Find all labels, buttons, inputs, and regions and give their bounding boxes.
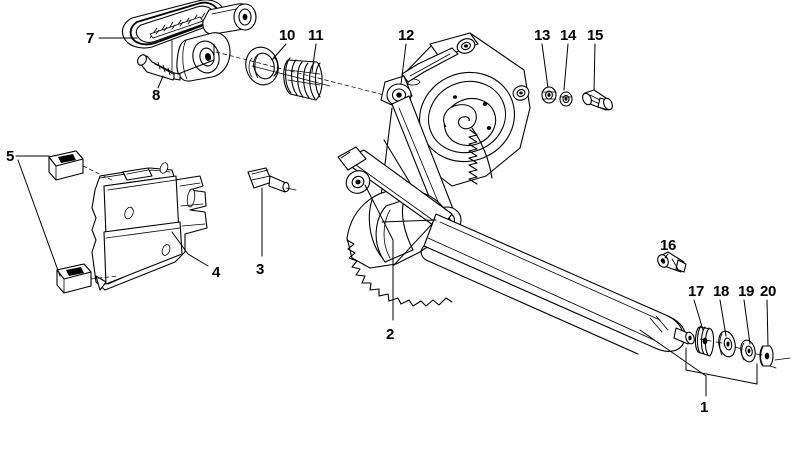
leader-15	[593, 43, 596, 93]
callout-label-19: 19	[738, 283, 755, 300]
part-crank-handle	[121, 0, 257, 82]
assembly-axis-line	[215, 51, 389, 97]
callout-label-20: 20	[760, 283, 777, 300]
leader-5b	[17, 159, 61, 277]
leader-12	[400, 43, 407, 85]
leader-18	[719, 299, 727, 337]
part-lock-washer-13	[541, 86, 557, 104]
leader-11	[311, 43, 317, 73]
group-brace-1	[685, 347, 758, 385]
part-retaining-circlip	[759, 345, 777, 369]
callout-label-10: 10	[279, 27, 296, 44]
leader-4	[171, 231, 209, 267]
part-lift-tube-arm	[381, 213, 695, 355]
callout-label-12: 12	[398, 27, 415, 44]
washer-axis-line	[699, 338, 712, 342]
part-pivot-bolt	[247, 167, 297, 193]
callout-label-1: 1	[700, 399, 709, 416]
leader-14	[563, 43, 569, 91]
callout-label-14: 14	[560, 27, 577, 44]
callout-label-2: 2	[386, 326, 395, 343]
callout-label-5: 5	[6, 148, 15, 165]
part-small-flat-washer	[740, 339, 756, 363]
clip-axis-bottom	[90, 275, 119, 280]
callout-label-13: 13	[534, 27, 551, 44]
leader-8-bracket	[177, 43, 215, 75]
leader-20	[766, 299, 769, 347]
leader-2	[364, 184, 394, 321]
leader-2b	[392, 223, 433, 267]
callout-label-18: 18	[713, 283, 730, 300]
callout-label-16: 16	[660, 237, 677, 254]
part-regulator-base-plate	[397, 32, 531, 187]
group-pointer-1	[639, 329, 707, 377]
callout-label-4: 4	[212, 264, 221, 281]
part-hex-bolt-15	[582, 89, 613, 111]
leader-16	[664, 253, 669, 259]
part-mounting-plate	[91, 162, 208, 291]
part-plain-washer-14	[559, 91, 573, 107]
callout-label-11: 11	[308, 27, 324, 44]
part-handle-screw	[137, 54, 181, 81]
part-stud-pin	[657, 251, 687, 273]
part-guide-slider-clip-top	[48, 150, 84, 181]
callout-label-17: 17	[688, 283, 705, 300]
part-lower-scissor-arm	[337, 146, 453, 231]
leader-10	[271, 43, 287, 61]
leader-17	[693, 299, 704, 331]
callout-label-7: 7	[86, 30, 95, 47]
callout-label-3: 3	[256, 261, 265, 278]
clip-axis-top	[82, 165, 113, 181]
leader-8	[157, 75, 164, 89]
part-guide-slider-clip-bottom	[56, 263, 92, 294]
leader-19	[743, 299, 751, 345]
part-escutcheon-ring	[245, 46, 279, 86]
leader-13	[541, 43, 549, 89]
callout-label-15: 15	[587, 27, 604, 44]
callout-label-8: 8	[152, 87, 161, 104]
part-large-flat-washer	[718, 330, 736, 358]
